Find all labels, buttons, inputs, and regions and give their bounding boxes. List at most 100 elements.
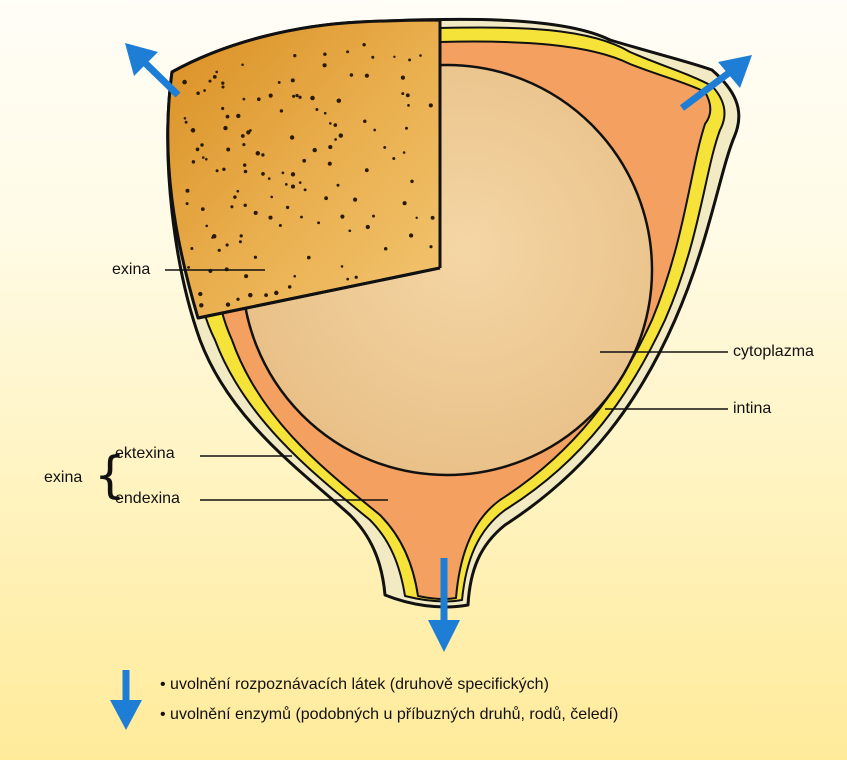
surface-dot <box>239 240 242 243</box>
surface-dot <box>286 206 289 209</box>
surface-dot <box>403 201 407 205</box>
surface-dot <box>261 153 264 156</box>
surface-dot <box>401 75 405 79</box>
surface-dot <box>298 96 301 99</box>
surface-dot <box>299 181 302 184</box>
surface-dot <box>355 276 358 279</box>
surface-dot <box>313 148 317 152</box>
label-cytoplazma: cytoplazma <box>733 343 814 361</box>
surface-dot <box>264 293 268 297</box>
surface-dot <box>186 189 190 193</box>
surface-dot <box>337 98 341 102</box>
surface-dot <box>288 285 292 289</box>
surface-dot <box>205 158 208 161</box>
surface-dot <box>226 148 230 152</box>
surface-dot <box>291 78 295 82</box>
surface-dot <box>365 74 369 78</box>
surface-dot <box>236 190 239 193</box>
surface-dot <box>429 103 433 107</box>
surface-dot <box>279 224 282 227</box>
surface-dot <box>415 217 417 219</box>
surface-dot <box>293 275 296 278</box>
surface-dot <box>346 50 349 53</box>
surface-dot <box>243 98 246 101</box>
surface-dot <box>240 234 243 237</box>
surface-dot <box>268 216 272 220</box>
surface-dot <box>315 108 318 111</box>
surface-dot <box>405 127 408 130</box>
surface-dot <box>392 157 395 160</box>
surface-dot <box>310 96 315 101</box>
surface-dot <box>242 143 245 146</box>
surface-dot <box>304 188 307 191</box>
surface-dot <box>221 81 224 84</box>
surface-dot <box>282 172 285 175</box>
surface-dot <box>254 256 257 259</box>
surface-dot <box>190 247 193 250</box>
surface-dot <box>196 148 200 152</box>
surface-dot <box>269 94 273 98</box>
legend-item-enzymes: • uvolnění enzymů (podobných u příbuznýc… <box>160 706 618 724</box>
surface-dot <box>203 89 206 92</box>
legend-item-recognition: • uvolnění rozpoznávacích látek (druhově… <box>160 676 549 694</box>
surface-dot <box>348 229 351 232</box>
surface-dot <box>186 202 189 205</box>
surface-dot <box>333 123 337 127</box>
surface-dot <box>199 303 203 307</box>
surface-dot <box>192 160 195 163</box>
surface-dot <box>329 122 332 125</box>
surface-dot <box>300 216 303 219</box>
surface-dot <box>322 63 326 67</box>
surface-dot <box>291 172 295 176</box>
surface-dot <box>184 117 187 120</box>
surface-dot <box>371 56 374 59</box>
legend-arrow-icon <box>110 670 142 730</box>
surface-dot <box>292 95 295 98</box>
surface-dot <box>429 245 432 248</box>
surface-dot <box>233 195 236 198</box>
surface-dot <box>324 196 328 200</box>
surface-dot <box>350 73 353 76</box>
surface-dot <box>202 156 205 159</box>
surface-dot <box>226 115 230 119</box>
surface-dot <box>185 121 188 124</box>
surface-dot <box>201 207 205 211</box>
surface-dot <box>218 249 221 252</box>
surface-dot <box>362 43 365 46</box>
surface-dot <box>372 215 375 218</box>
surface-dot <box>274 291 278 295</box>
surface-dot <box>293 54 296 57</box>
surface-dot <box>248 293 253 298</box>
surface-dot <box>222 168 225 171</box>
surface-dot <box>182 80 187 85</box>
surface-dot <box>215 71 218 74</box>
surface-dot <box>363 119 367 123</box>
surface-dot <box>328 145 332 149</box>
surface-dot <box>196 91 200 95</box>
surface-dot <box>198 292 202 296</box>
surface-dot <box>216 169 219 172</box>
surface-dot <box>353 198 357 202</box>
surface-dot <box>410 180 413 183</box>
surface-dot <box>241 134 245 138</box>
surface-dot <box>407 104 410 107</box>
surface-dot <box>383 146 386 149</box>
surface-dot <box>278 81 281 84</box>
surface-dot <box>256 151 261 156</box>
surface-dot <box>317 221 320 224</box>
surface-dot <box>366 225 370 229</box>
surface-dot <box>401 92 404 95</box>
surface-dot <box>244 170 248 174</box>
surface-dot <box>324 112 327 115</box>
surface-dot <box>307 256 311 260</box>
surface-dot <box>226 243 229 246</box>
surface-dot <box>241 64 244 67</box>
surface-dot <box>270 196 273 199</box>
surface-dot <box>213 75 217 79</box>
surface-dot <box>340 215 344 219</box>
surface-dot <box>291 136 294 139</box>
surface-dot <box>243 204 246 207</box>
surface-dot <box>408 58 411 61</box>
